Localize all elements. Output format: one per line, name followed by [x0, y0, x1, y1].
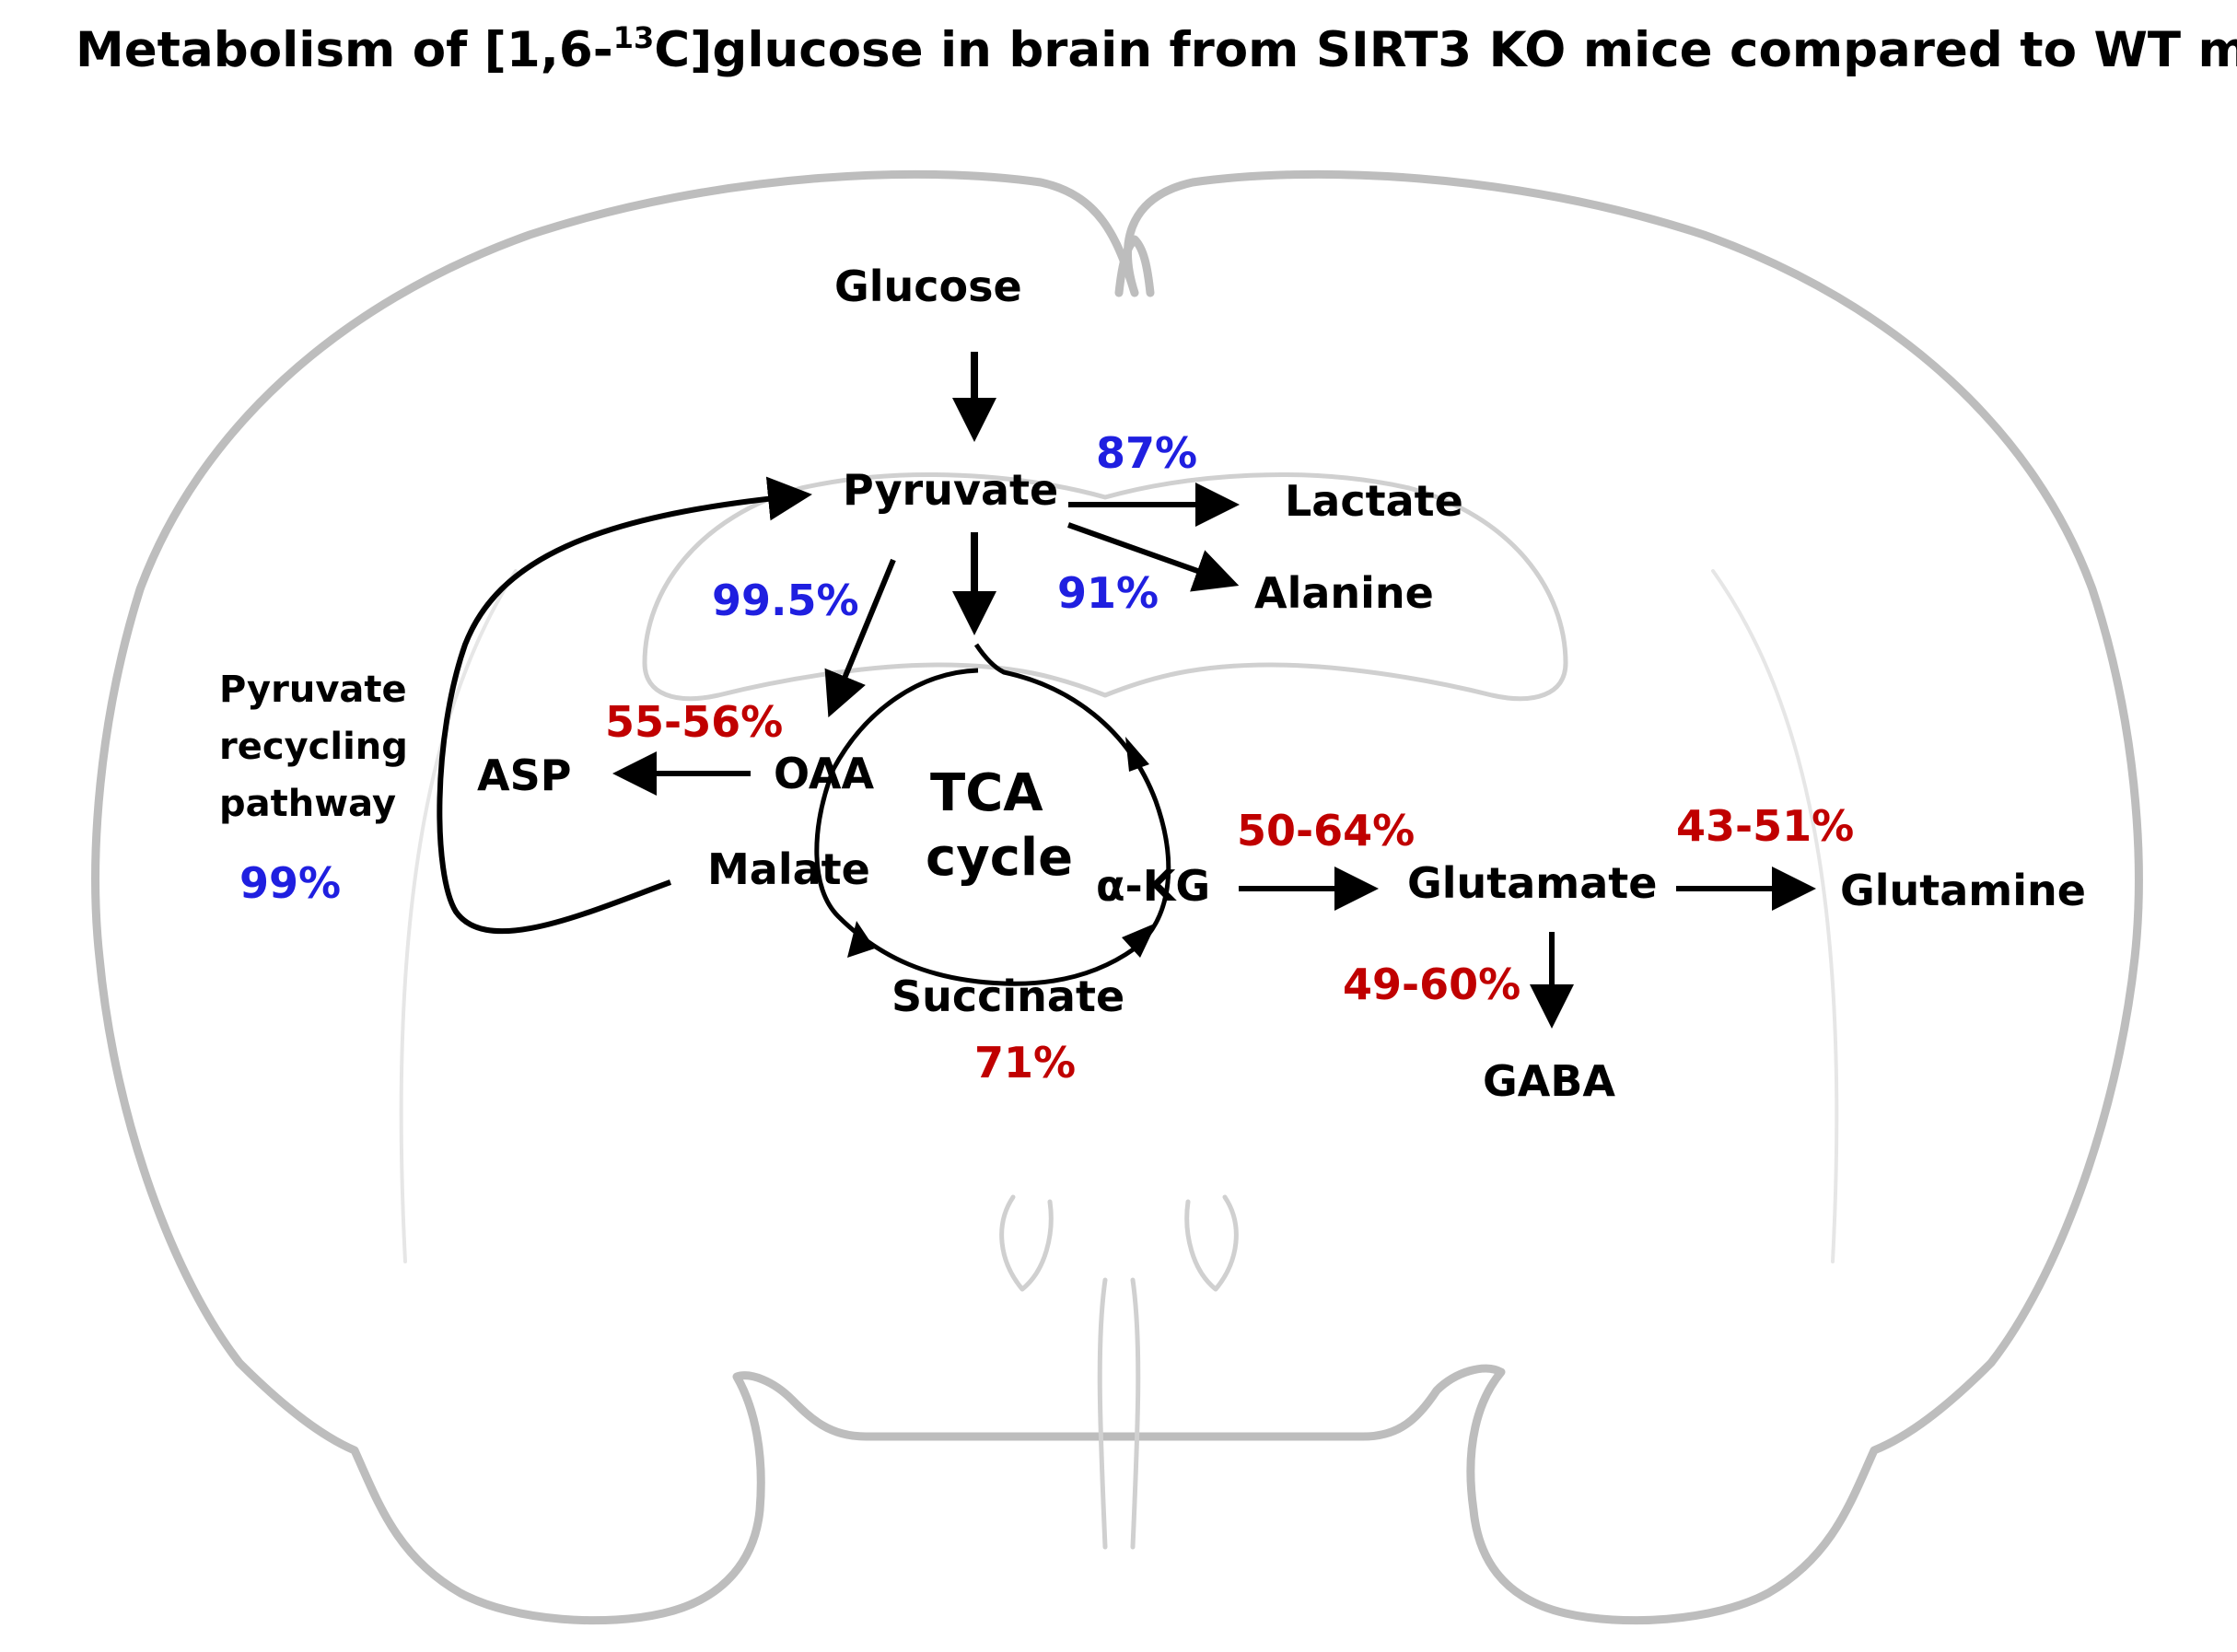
right-ventricle	[1184, 1194, 1239, 1292]
tca-arrowhead-akg	[1125, 737, 1149, 772]
pct-glutamine: 43-51%	[1676, 801, 1854, 851]
arrow-malate-pyruvate-recycling	[437, 476, 812, 935]
node-alanine: Alanine	[1254, 568, 1434, 618]
pct-glutamate: 50-64%	[1237, 806, 1415, 855]
brain-illustration	[91, 169, 2143, 1625]
node-glucose: Glucose	[834, 262, 1022, 311]
pct-gaba: 49-60%	[1343, 960, 1520, 1009]
node-glutamate: Glutamate	[1407, 858, 1657, 908]
third-ventricle	[1097, 1277, 1141, 1550]
arrow-pyruvate-alanine	[1066, 522, 1240, 592]
label-recycling-line3: pathway	[219, 783, 396, 825]
node-pyruvate: Pyruvate	[843, 465, 1058, 515]
arrow-pyruvate-oaa	[824, 558, 896, 718]
title-suffix: C]glucose in brain from SIRT3 KO mice co…	[654, 22, 2237, 78]
pct-succinate: 71%	[974, 1038, 1076, 1088]
left-ventricle	[999, 1194, 1054, 1292]
pct-recycling: 99%	[239, 858, 341, 908]
left-cortex-boundary	[399, 569, 518, 1263]
tca-arrowhead-malate	[847, 921, 875, 958]
node-gaba: GABA	[1483, 1056, 1615, 1106]
tca-cycle-ring	[814, 643, 1171, 986]
tca-cycle	[814, 643, 1171, 986]
brain-outline	[91, 169, 2143, 1625]
corpus-callosum	[642, 472, 1568, 702]
title-superscript: 13	[613, 20, 655, 55]
node-oaa: OAA	[774, 749, 874, 798]
tca-arrowhead-succinate	[1122, 923, 1157, 958]
right-cortex-boundary	[1711, 569, 1839, 1263]
pct-oaa: 99.5%	[712, 576, 859, 625]
pct-alanine: 91%	[1057, 568, 1159, 618]
label-recycling-line2: recycling	[219, 726, 408, 768]
brain-midline-notch	[1114, 235, 1155, 297]
node-tca-line2: cycle	[926, 828, 1073, 888]
node-lactate: Lactate	[1285, 476, 1463, 526]
node-tca-line1: TCA	[930, 763, 1043, 823]
node-akg: α-KG	[1096, 861, 1210, 911]
pct-asp: 55-56%	[605, 697, 783, 747]
node-asp: ASP	[477, 750, 571, 800]
title-prefix: Metabolism of [1,6-	[76, 22, 613, 78]
node-succinate: Succinate	[891, 971, 1124, 1021]
node-malate: Malate	[707, 844, 870, 894]
pathway-arrows	[437, 352, 1816, 1029]
label-recycling-line1: Pyruvate	[219, 669, 407, 711]
pct-lactate: 87%	[1096, 428, 1197, 478]
diagram-title: Metabolism of [1,6-13C]glucose in brain …	[76, 20, 2237, 78]
node-glutamine: Glutamine	[1840, 866, 2086, 915]
